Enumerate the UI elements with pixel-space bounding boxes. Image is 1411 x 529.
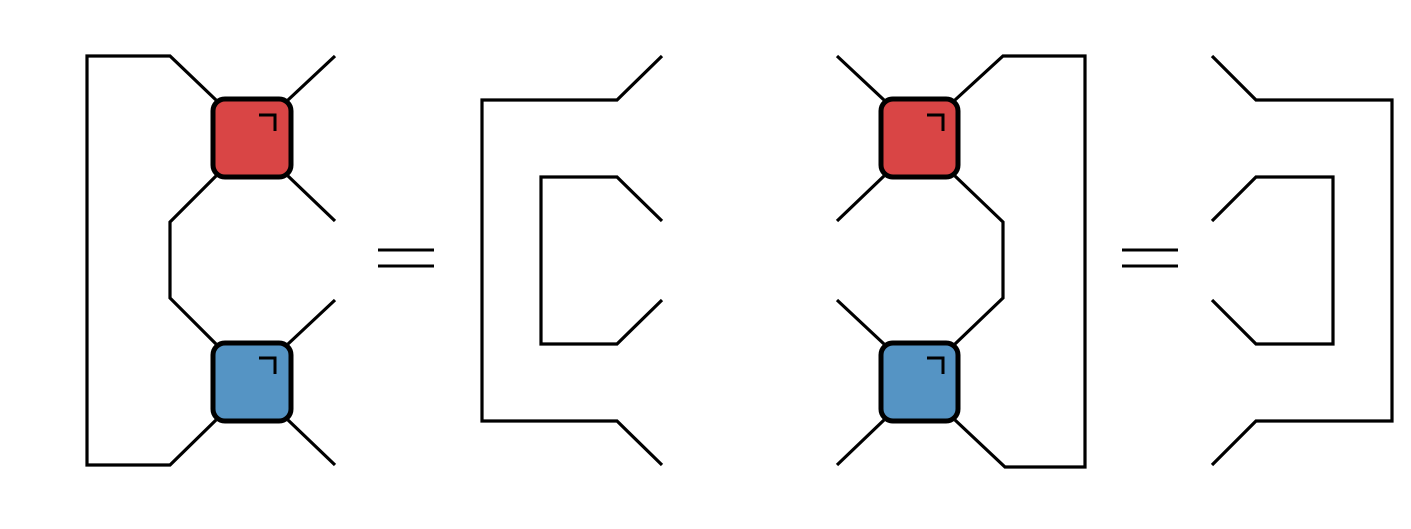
- right-lhs-blue-top-left-leg: [835, 298, 886, 346]
- left-equals-sign: [378, 248, 434, 268]
- left-lhs-red-top-right-leg: [286, 54, 337, 102]
- left-lhs-network: [85, 54, 337, 467]
- left-lhs-blue-bottom-right-leg: [286, 418, 337, 467]
- left-lhs-red-bottom-right-leg: [286, 174, 337, 223]
- right-lhs-red-top-left-leg: [835, 54, 886, 102]
- right-lhs-red-corner-mark: [927, 113, 945, 131]
- left-lhs-red-corner-mark: [259, 113, 277, 131]
- right-lhs-red-bottom-left-leg: [835, 174, 886, 223]
- right-rhs-outer-wire: [1210, 54, 1394, 467]
- left-lhs-red-tensor: [210, 96, 294, 180]
- right-rhs-inner-wire: [1210, 175, 1335, 346]
- right-lhs-blue-tensor: [878, 340, 961, 424]
- left-lhs-outer-wire: [85, 54, 218, 467]
- right-equals-sign: [1122, 248, 1178, 268]
- right-lhs-blue-corner-mark: [927, 356, 945, 374]
- left-lhs-blue-corner-mark: [259, 356, 277, 374]
- right-lhs-network: [835, 54, 1087, 469]
- left-lhs-inner-wire: [168, 174, 218, 346]
- left-lhs-blue-top-right-leg: [286, 298, 337, 346]
- left-rhs-network: [480, 54, 664, 467]
- right-lhs-inner-wire: [953, 174, 1005, 346]
- left-lhs-blue-tensor: [210, 340, 294, 424]
- left-rhs-inner-wire: [539, 175, 664, 346]
- left-rhs-outer-wire: [480, 54, 664, 467]
- right-lhs-blue-bottom-left-leg: [835, 418, 886, 467]
- right-rhs-network: [1210, 54, 1394, 467]
- right-lhs-red-tensor: [878, 96, 961, 180]
- right-lhs-outer-wire: [953, 54, 1087, 469]
